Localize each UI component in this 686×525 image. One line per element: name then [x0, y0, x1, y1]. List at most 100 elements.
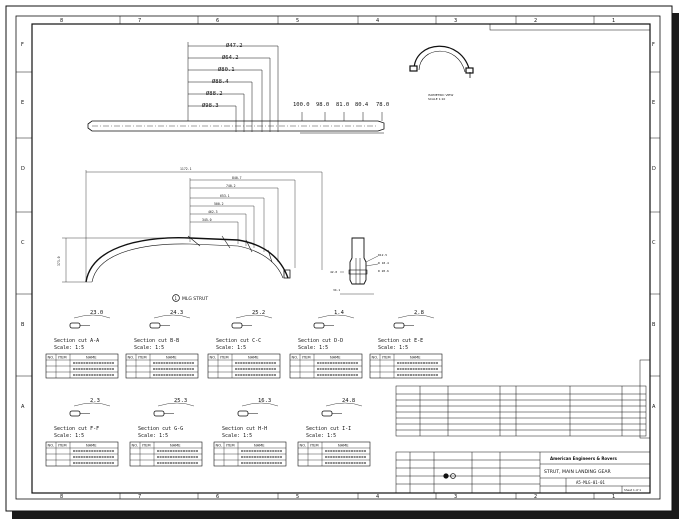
zone-label-right: A: [652, 404, 656, 410]
section-angle-arc: [317, 314, 355, 319]
station-4: 80.4: [355, 102, 369, 108]
isometric-view: [409, 45, 474, 78]
table-header: NO.: [48, 444, 55, 448]
company-name: American Engineers & Rovers: [550, 456, 617, 461]
zone-label-right: F: [652, 42, 655, 48]
table-header: NO.: [48, 356, 55, 360]
top-dim-1: Ø47.2: [226, 42, 243, 49]
side-dim-6: 345.0: [202, 218, 212, 222]
zone-label-right: D: [652, 166, 656, 172]
drawing-number: A5-MLG-01-01: [576, 480, 605, 485]
zone-label-left: F: [21, 42, 24, 48]
zone-label-top: 3: [454, 18, 457, 24]
section-scale: Scale: 1:5: [306, 433, 336, 439]
section-angle: 24.8: [342, 398, 355, 404]
end-dim-1: R12.5: [378, 253, 387, 257]
table-header: ITEM: [58, 444, 67, 448]
zone-label-bottom: 1: [612, 494, 615, 500]
top-view: [87, 42, 385, 134]
zone-label-bottom: 7: [138, 494, 141, 500]
zone-label-top: 1: [612, 18, 615, 24]
table-header: NAME: [166, 356, 177, 360]
section-angle-arc: [325, 402, 363, 407]
station-2: 98.0: [316, 102, 329, 108]
section-angle: 24.3: [170, 310, 183, 316]
zone-label-bottom: 3: [454, 494, 457, 500]
zone-label-left: D: [21, 166, 25, 172]
zone-label-top: 8: [60, 18, 63, 24]
station-5: 78.0: [376, 102, 389, 108]
end-dim-2: R 18.4: [378, 261, 389, 265]
table-header: NO.: [372, 356, 379, 360]
zone-label-left: C: [21, 240, 25, 246]
section-angle-arc: [73, 402, 111, 407]
table-header: ITEM: [58, 356, 67, 360]
side-dim-4: 500.2: [214, 202, 224, 206]
end-view: [340, 237, 379, 295]
strut-top-outline: [87, 120, 385, 132]
section-angle: 23.0: [90, 310, 103, 316]
section-scale: Scale: 1:5: [222, 433, 252, 439]
end-dim-3: R 20.6: [378, 269, 389, 273]
zone-border-outer: [15, 15, 661, 500]
side-view: [62, 170, 323, 283]
zone-label-bottom: 8: [60, 494, 63, 500]
section-angle: 16.3: [258, 398, 271, 404]
table-header: ITEM: [226, 444, 235, 448]
zone-label-top: 5: [296, 18, 299, 24]
table-header: NAME: [248, 356, 259, 360]
section-caption: Section cut A-A: [54, 338, 99, 344]
zone-label-left: B: [21, 322, 25, 328]
table-header: NAME: [254, 444, 265, 448]
sheet-border: [5, 5, 673, 512]
section-scale: Scale: 1:5: [216, 345, 246, 351]
section-angle: 2.8: [414, 310, 424, 316]
side-dim-3: 653.1: [220, 194, 230, 198]
section-scale: Scale: 1:5: [54, 345, 84, 351]
iso-caption-2: SCALE 1:10: [428, 97, 445, 101]
zone-label-left: E: [21, 100, 24, 106]
end-dim-4: 42.0: [330, 270, 337, 274]
table-header: NAME: [330, 356, 341, 360]
drawing-title: STRUT, MAIN LANDING GEAR: [544, 469, 612, 475]
section-angle: 25.2: [252, 310, 265, 316]
zone-label-top: 2: [534, 18, 537, 24]
top-dim-2: Ø64.2: [222, 54, 239, 61]
section-angle-arc: [73, 314, 111, 319]
top-dim-6: Ø98.3: [202, 102, 219, 109]
section-angle-arc: [157, 402, 195, 407]
section-scale: Scale: 1:5: [378, 345, 408, 351]
table-header: NAME: [410, 356, 421, 360]
section-angle-arc: [153, 314, 191, 319]
section-angle: 1.4: [334, 310, 345, 316]
sheet-label: Sheet 1 of 1: [624, 488, 641, 492]
zone-label-bottom: 5: [296, 494, 299, 500]
section-scale: Scale: 1:5: [54, 433, 84, 439]
table-header: ITEM: [310, 444, 319, 448]
side-dim-2: 740.2: [226, 184, 236, 188]
zone-labels-left: F E D C B A: [16, 42, 32, 410]
section-scale: Scale: 1:5: [134, 345, 164, 351]
title-block: [395, 451, 651, 494]
top-dim-4: Ø88.4: [212, 78, 229, 85]
section-caption: Section cut I-I: [306, 426, 351, 432]
zone-label-left: A: [21, 404, 25, 410]
table-header: NO.: [132, 444, 139, 448]
section-caption: Section cut D-D: [298, 338, 343, 344]
side-dim-5: 462.3: [208, 210, 218, 214]
table-header: NAME: [338, 444, 349, 448]
view-callout-number: 1: [175, 296, 178, 301]
table-header: NAME: [86, 356, 97, 360]
zone-label-top: 4: [376, 18, 379, 24]
end-dim-5: 34.1: [333, 288, 340, 292]
zone-label-right: B: [652, 322, 656, 328]
table-header: NO.: [210, 356, 217, 360]
